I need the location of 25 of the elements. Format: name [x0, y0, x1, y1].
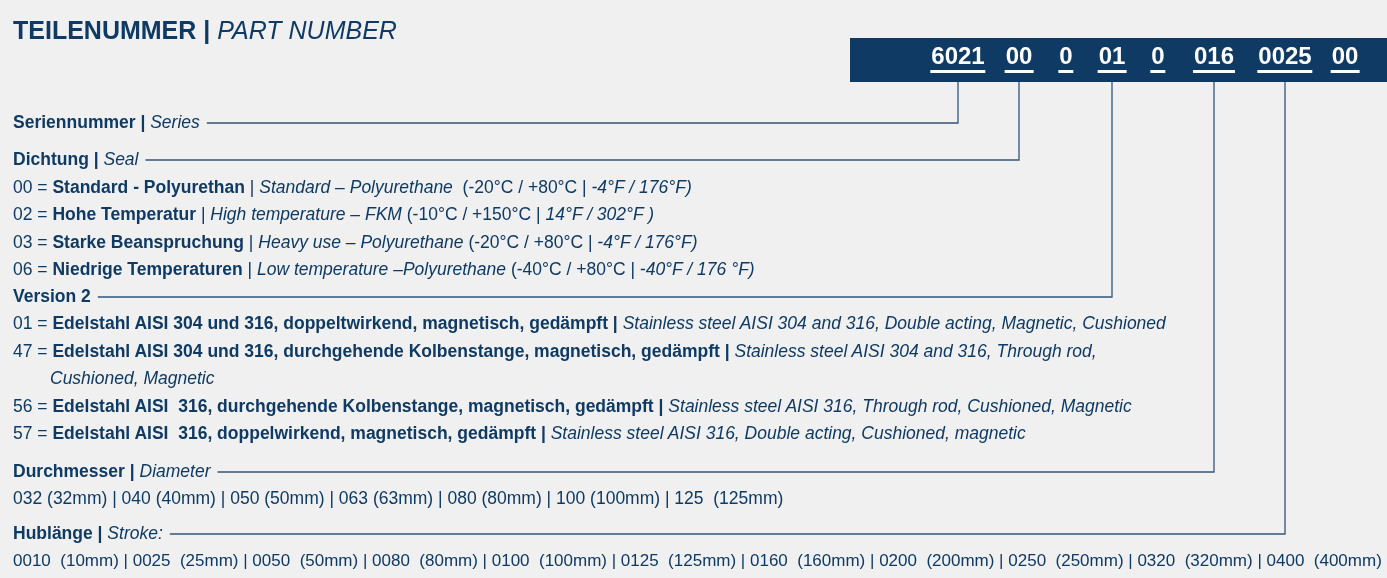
option-text: 06 = Niedrige Temperaturen | Low temperature –Polyurethane (-40°C / +80°C | -40°F / 176 °F) [13, 258, 755, 280]
value-list: 0010 (10mm) | 0025 (25mm) | 0050 (50mm) | 0080 (80mm) | 0100 (100mm) | 0125 (125mm) | 0160 (160mm) | 0200 (200mm) | 0250 (250mm) | 0320 (320mm) | 0400 (400mm) [13, 549, 1382, 571]
option-text: 47 = Edelstahl AISI 304 und 316, durchgehende Kolbenstange, magnetisch, gedämpft | Stainless steel AISI 304 and 316, Through rod, Cushioned, Magnetic [13, 339, 1098, 390]
option-text: 00 = Standard - Polyurethan | Standard – Polyurethane (-20°C / +80°C | -4°F / 176°F) [13, 176, 692, 198]
code-segment: 00 [1004, 44, 1034, 73]
code-segment: 0 [1150, 44, 1166, 73]
code-segment: 00 [1330, 44, 1360, 73]
title-text: TEILENUMMER | PART NUMBER [13, 15, 397, 45]
code-segment: 01 [1097, 44, 1127, 73]
section-heading: Seriennummer | Series [13, 111, 207, 133]
value-list: 032 (32mm) | 040 (40mm) | 050 (50mm) | 063 (63mm) | 080 (80mm) | 100 (100mm) | 125 (125mm) [13, 487, 784, 509]
option-text: 57 = Edelstahl AISI 316, doppelwirkend, magnetisch, gedämpft | Stainless steel AISI 316, Double acting, Cushioned, magnetic [13, 422, 1026, 444]
option-text: 02 = Hohe Temperatur | High temperature – FKM (-10°C / +150°C | 14°F / 302°F ) [13, 203, 655, 225]
option-text: 01 = Edelstahl AISI 304 und 316, doppeltwirkend, magnetisch, gedämpft | Stainless steel AISI 304 and 316, Double acting, Magnetic, Cushioned [13, 312, 1166, 334]
code-segment: 6021 [930, 44, 986, 73]
section-heading: Durchmesser | Diameter [13, 460, 218, 482]
option-text: 03 = Starke Beanspruchung | Heavy use – Polyurethane (-20°C / +80°C | -4°F / 176°F) [13, 231, 698, 253]
code-segment: 016 [1193, 44, 1235, 73]
option-text: 56 = Edelstahl AISI 316, durchgehende Kolbenstange, magnetisch, gedämpft | Stainless steel AISI 316, Through rod, Cushioned, Magnetic [13, 395, 1132, 417]
part-number-bar [850, 38, 1387, 82]
code-segment: 0 [1058, 44, 1074, 73]
code-segment: 0025 [1257, 44, 1313, 73]
section-heading: Dichtung | Seal [13, 148, 146, 170]
section-heading: Hublänge | Stroke: [13, 522, 170, 544]
section-heading: Version 2 [13, 285, 98, 307]
